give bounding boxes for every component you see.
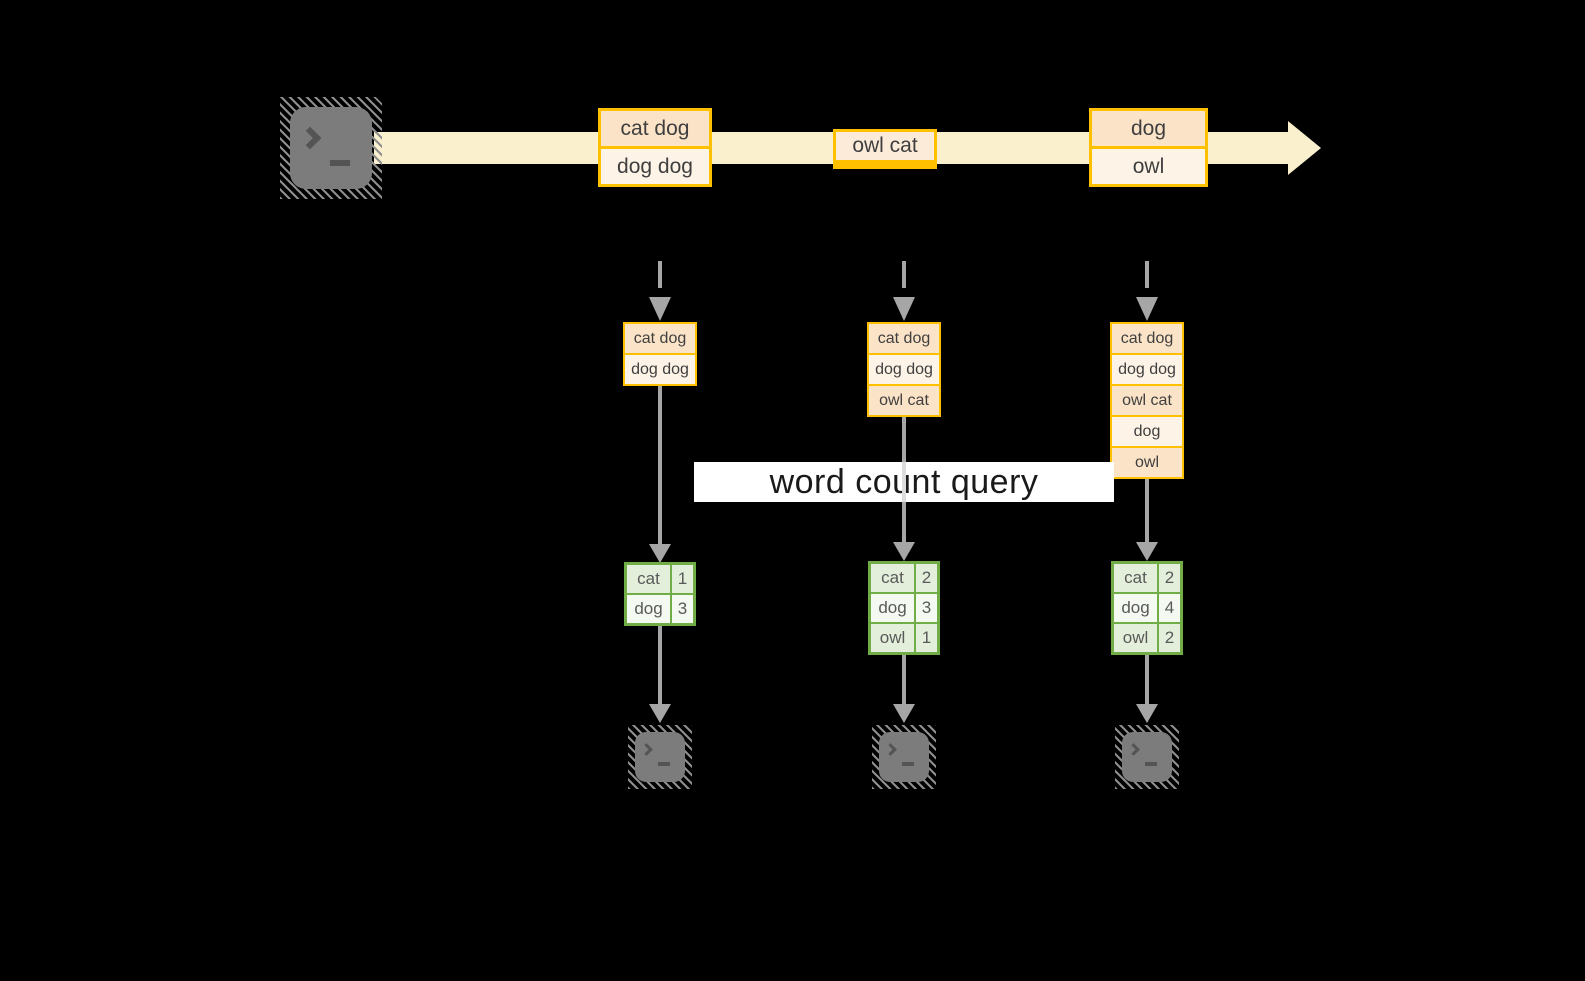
- prompt-underscore-icon: [658, 762, 670, 766]
- count-cell: 2: [916, 564, 937, 592]
- state-stack-1: cat dog dog dog: [623, 322, 697, 386]
- stream-batch-1: cat dog dog dog: [598, 108, 712, 187]
- dashed-arrow-1: [658, 261, 662, 288]
- state-row: cat dog: [625, 324, 695, 353]
- word-cell: owl: [1114, 624, 1157, 652]
- stream-batch-3: dog owl: [1089, 108, 1208, 187]
- result-table-1: cat 1 dog 3: [624, 562, 696, 626]
- output-arrow-3: [1145, 655, 1149, 706]
- query-arrow-3-head-icon: [1136, 542, 1158, 561]
- query-arrow-1-head-icon: [649, 544, 671, 563]
- state-row: dog dog: [869, 355, 939, 384]
- table-row: owl 1: [871, 624, 937, 652]
- result-table-3: cat 2 dog 4 owl 2: [1111, 561, 1183, 655]
- word-cell: cat: [871, 564, 914, 592]
- table-row: dog 4: [1114, 594, 1180, 622]
- table-row: owl 2: [1114, 624, 1180, 652]
- count-cell: 1: [672, 565, 693, 593]
- dashed-arrow-2: [902, 261, 906, 288]
- output-arrow-1-head-icon: [649, 704, 671, 723]
- state-stack-3: cat dog dog dog owl cat dog owl: [1110, 322, 1184, 479]
- arrow-through-label: [902, 462, 906, 502]
- word-cell: owl: [871, 624, 914, 652]
- query-arrow-1: [658, 386, 662, 546]
- word-cell: dog: [1114, 594, 1157, 622]
- batch-word-row: dog: [1092, 111, 1205, 146]
- state-row: dog: [1112, 417, 1182, 446]
- output-arrow-3-head-icon: [1136, 704, 1158, 723]
- dashed-arrow-1-head-icon: [649, 297, 671, 321]
- dashed-arrow-2-head-icon: [893, 297, 915, 321]
- word-cell: dog: [627, 595, 670, 623]
- output-arrow-2: [902, 655, 906, 706]
- dashed-arrow-3-head-icon: [1136, 297, 1158, 321]
- state-stack-2: cat dog dog dog owl cat: [867, 322, 941, 417]
- table-row: dog 3: [627, 595, 693, 623]
- batch-word-row: cat dog: [601, 111, 709, 146]
- output-arrow-1: [658, 626, 662, 706]
- table-row: cat 2: [1114, 564, 1180, 592]
- count-cell: 3: [672, 595, 693, 623]
- word-cell: cat: [627, 565, 670, 593]
- state-row: owl cat: [1112, 386, 1182, 415]
- word-cell: cat: [1114, 564, 1157, 592]
- count-cell: 2: [1159, 624, 1180, 652]
- terminal-icon-body: [1122, 732, 1172, 782]
- state-row: owl: [1112, 448, 1182, 477]
- state-row: cat dog: [869, 324, 939, 353]
- output-arrow-2-head-icon: [893, 704, 915, 723]
- state-row: owl cat: [869, 386, 939, 415]
- table-row: dog 3: [871, 594, 937, 622]
- terminal-icon-body: [635, 732, 685, 782]
- query-arrow-3: [1145, 479, 1149, 543]
- state-row: dog dog: [1112, 355, 1182, 384]
- state-row: dog dog: [625, 355, 695, 384]
- count-cell: 3: [916, 594, 937, 622]
- batch-word-row: dog dog: [601, 149, 709, 184]
- result-table-2: cat 2 dog 3 owl 1: [868, 561, 940, 655]
- stream-timeline-arrowhead-icon: [1288, 121, 1321, 175]
- terminal-icon-body: [290, 107, 372, 189]
- batch-word-row: owl: [1092, 149, 1205, 184]
- stream-batch-2: owl cat: [833, 129, 937, 169]
- count-cell: 4: [1159, 594, 1180, 622]
- prompt-underscore-icon: [902, 762, 914, 766]
- table-row: cat 1: [627, 565, 693, 593]
- query-arrow-2-head-icon: [893, 542, 915, 561]
- state-row: cat dog: [1112, 324, 1182, 353]
- count-cell: 2: [1159, 564, 1180, 592]
- prompt-underscore-icon: [330, 160, 350, 166]
- dashed-arrow-3: [1145, 261, 1149, 288]
- word-cell: dog: [871, 594, 914, 622]
- prompt-underscore-icon: [1145, 762, 1157, 766]
- terminal-icon-body: [879, 732, 929, 782]
- table-row: cat 2: [871, 564, 937, 592]
- batch-word-row: owl cat: [836, 132, 934, 160]
- count-cell: 1: [916, 624, 937, 652]
